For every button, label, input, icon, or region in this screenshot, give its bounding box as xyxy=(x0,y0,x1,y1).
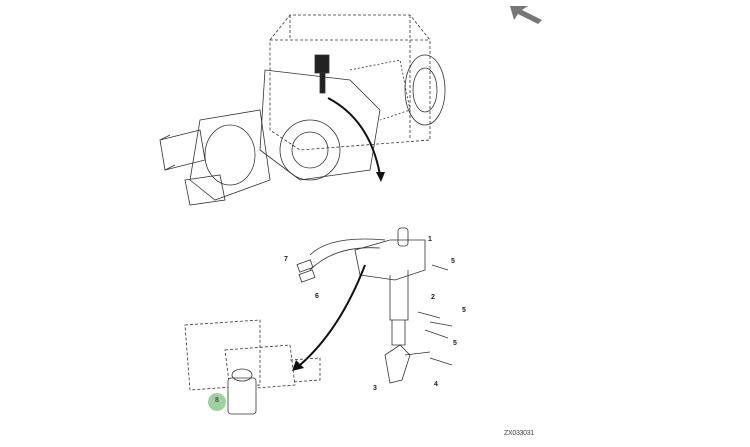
callout-7: 7 xyxy=(284,256,288,263)
sensor-location-marker xyxy=(314,54,330,94)
back-arrow-button[interactable] xyxy=(508,4,544,24)
filter-canister xyxy=(227,368,257,415)
leader-arrow-bottom xyxy=(299,264,366,366)
figure-id: ZX033031 xyxy=(504,430,534,437)
highlighted-callout-8[interactable]: 8 xyxy=(208,393,226,411)
callout-6: 6 xyxy=(315,293,319,300)
callout-5a: 5 xyxy=(451,258,455,265)
callout-4: 4 xyxy=(434,381,438,388)
leader-arrow-top xyxy=(327,97,381,176)
filter-assembly xyxy=(184,319,321,391)
callout-8-label: 8 xyxy=(215,397,219,404)
callout-1: 1 xyxy=(428,236,432,243)
back-arrow-icon xyxy=(510,6,542,24)
callout-5c: 5 xyxy=(453,340,457,347)
callout-2: 2 xyxy=(431,294,435,301)
callout-5b: 5 xyxy=(462,307,466,314)
callout-3: 3 xyxy=(373,385,377,392)
transmission-assembly xyxy=(159,14,446,206)
